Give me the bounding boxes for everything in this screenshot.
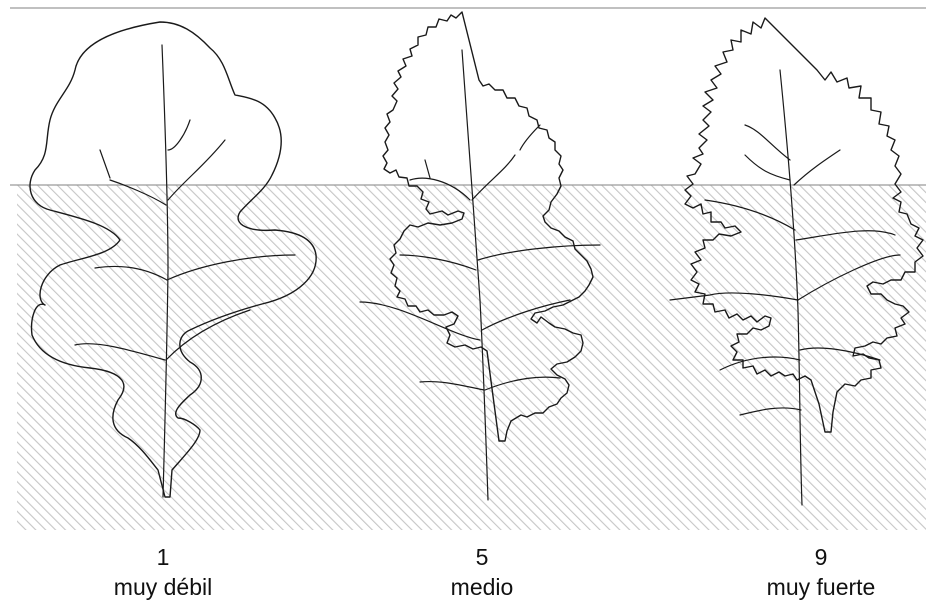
label-muy-fuerte: muy fuerte xyxy=(766,574,876,600)
caption-leaf-1: 1 muy débil xyxy=(63,542,263,602)
score-1: 1 xyxy=(156,544,170,570)
leaf-muy-fuerte xyxy=(669,17,924,506)
score-5: 5 xyxy=(475,544,489,570)
leaf-medio xyxy=(359,11,601,501)
caption-leaf-5: 5 medio xyxy=(382,542,582,602)
label-muy-debil: muy débil xyxy=(113,574,213,600)
label-medio: medio xyxy=(450,574,514,600)
leaf-muy-debil xyxy=(29,21,317,498)
caption-leaf-9: 9 muy fuerte xyxy=(721,542,921,602)
score-9: 9 xyxy=(814,544,828,570)
